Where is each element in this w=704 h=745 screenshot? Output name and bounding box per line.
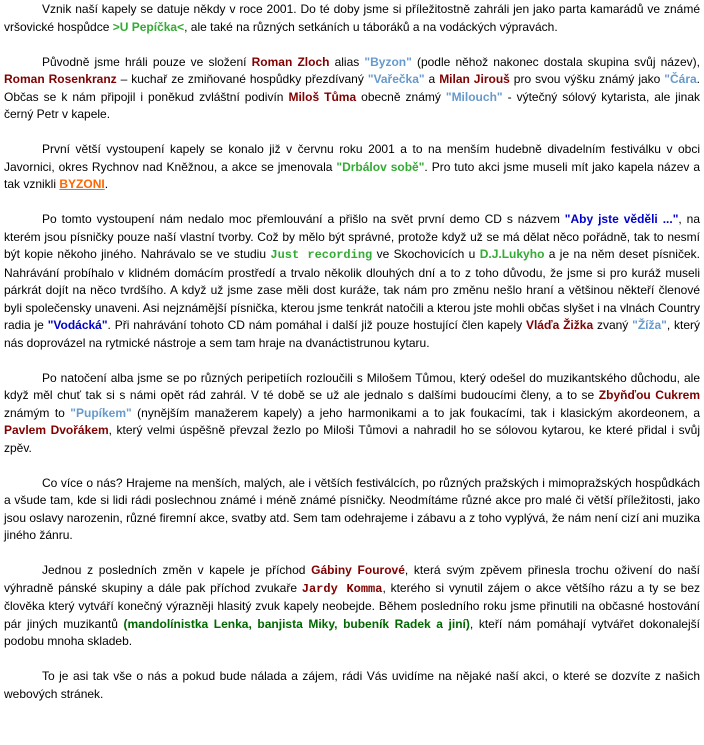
body-text: , který velmi úspěšně převzal žezlo po M… [4, 423, 700, 455]
body-text: pro svou výšku známý jako [509, 72, 665, 86]
highlighted-text: Zbyňďou Cukrem [598, 388, 700, 402]
body-text: , ale také na různých setkáních u táborá… [184, 19, 558, 34]
paragraph: Vznik naší kapely se datuje někdy v roce… [4, 1, 700, 36]
body-text: , kterého si vynutil zájem o akce většíh… [4, 580, 701, 631]
highlighted-text: Pavlem Dvořákem [4, 423, 109, 437]
body-text: , na kterém jsou písničky pouze naší vla… [4, 212, 701, 261]
body-text: Co více o nás? Hrajeme na menších, malýc… [4, 475, 700, 543]
body-text: , který nás doprovázel na rytmické nástr… [4, 318, 701, 350]
body-text: - výtečný sólový kytarista, ale jinak če… [4, 89, 700, 122]
body-text: To je asi tak vše o nás a pokud bude nál… [4, 669, 700, 701]
paragraph: Po tomto vystoupení nám nedalo moc přeml… [4, 211, 700, 352]
paragraph: To je asi tak vše o nás a pokud bude nál… [4, 668, 700, 703]
highlighted-text: "Milouch" [445, 89, 503, 104]
highlighted-text: "Žíža" [632, 318, 667, 332]
body-text: obecně známý [356, 89, 446, 104]
body-text: . Pro tuto akci jsme museli mít jako kap… [4, 159, 701, 192]
body-text: (podle něhož nakonec dostala skupina svů… [411, 54, 700, 69]
highlighted-text: "Byzon" [364, 54, 412, 69]
body-text: a je na něm deset písniček. Nahrávání pr… [4, 247, 700, 332]
highlighted-text: Just recording [270, 248, 373, 262]
paragraph: První větší vystoupení kapely se konalo … [4, 141, 700, 194]
body-text: Po natočení alba jsme se po různých peri… [4, 370, 700, 403]
highlighted-text: "Vařečka" [367, 72, 425, 86]
body-text: Vznik naší kapely se datuje někdy v roce… [4, 2, 700, 34]
body-text: Jednou z posledních změn v kapele je pří… [42, 563, 312, 577]
body-text: , kteří nám pomáhají vytvářet dokonalejš… [4, 616, 700, 649]
highlighted-text: Roman Rosenkranz [4, 72, 117, 86]
body-text: Po tomto vystoupení nám nedalo moc přeml… [42, 212, 565, 226]
body-text: (nynějším manažerem kapely) a jeho harmo… [131, 405, 700, 420]
highlighted-text: Milan Jirouš [439, 72, 510, 86]
highlighted-text: "Čára [664, 72, 697, 86]
highlighted-text: Jardy Komma [301, 581, 383, 596]
highlighted-text: Gábiny Fourové [311, 563, 405, 577]
body-text: alias [329, 54, 365, 69]
article-body: Vznik naší kapely se datuje někdy v roce… [0, 1, 704, 703]
body-text: a [424, 72, 440, 86]
highlighted-text: Vláďa Žižka [525, 318, 594, 332]
highlighted-text: >U Pepíčka< [112, 19, 185, 34]
body-text: . Občas se k nám připojil i poněkud zvlá… [4, 72, 701, 104]
body-text: Původně jsme hráli pouze ve složení [42, 54, 252, 69]
highlighted-text: Miloš Tůma [288, 89, 357, 104]
body-text: ve Skochovicích u [372, 247, 480, 261]
highlighted-text: "Pupíkem" [70, 405, 132, 420]
highlighted-text: Roman Zloch [251, 54, 330, 69]
body-text: , která svým zpěvem přinesla trochu oživ… [4, 563, 701, 595]
body-text: . [104, 177, 109, 191]
highlighted-text: "Drbálov sobě" [336, 159, 425, 174]
body-text: známým to [4, 405, 71, 420]
body-text: První větší vystoupení kapely se konalo … [4, 142, 700, 174]
highlighted-text: "Aby jste věděli ..." [564, 212, 679, 226]
highlighted-text: (mandolínistka Lenka, banjista Miky, bub… [123, 616, 470, 631]
paragraph: Co více o nás? Hrajeme na menších, malýc… [4, 475, 700, 545]
body-text: zvaný [593, 318, 633, 332]
highlighted-text: BYZONI [59, 177, 105, 191]
paragraph: Jednou z posledních změn v kapele je pří… [4, 562, 700, 651]
body-text: . Při nahrávání tohoto CD nám pomáhal i … [107, 318, 526, 332]
paragraph: Původně jsme hráli pouze ve složení Roma… [4, 54, 700, 124]
highlighted-text: D.J.Lukyho [479, 247, 545, 261]
body-text: – kuchař ze zmiňované hospůdky přezdívan… [116, 72, 368, 86]
highlighted-text: "Vodácká" [47, 318, 108, 332]
paragraph: Po natočení alba jsme se po různých peri… [4, 370, 700, 458]
